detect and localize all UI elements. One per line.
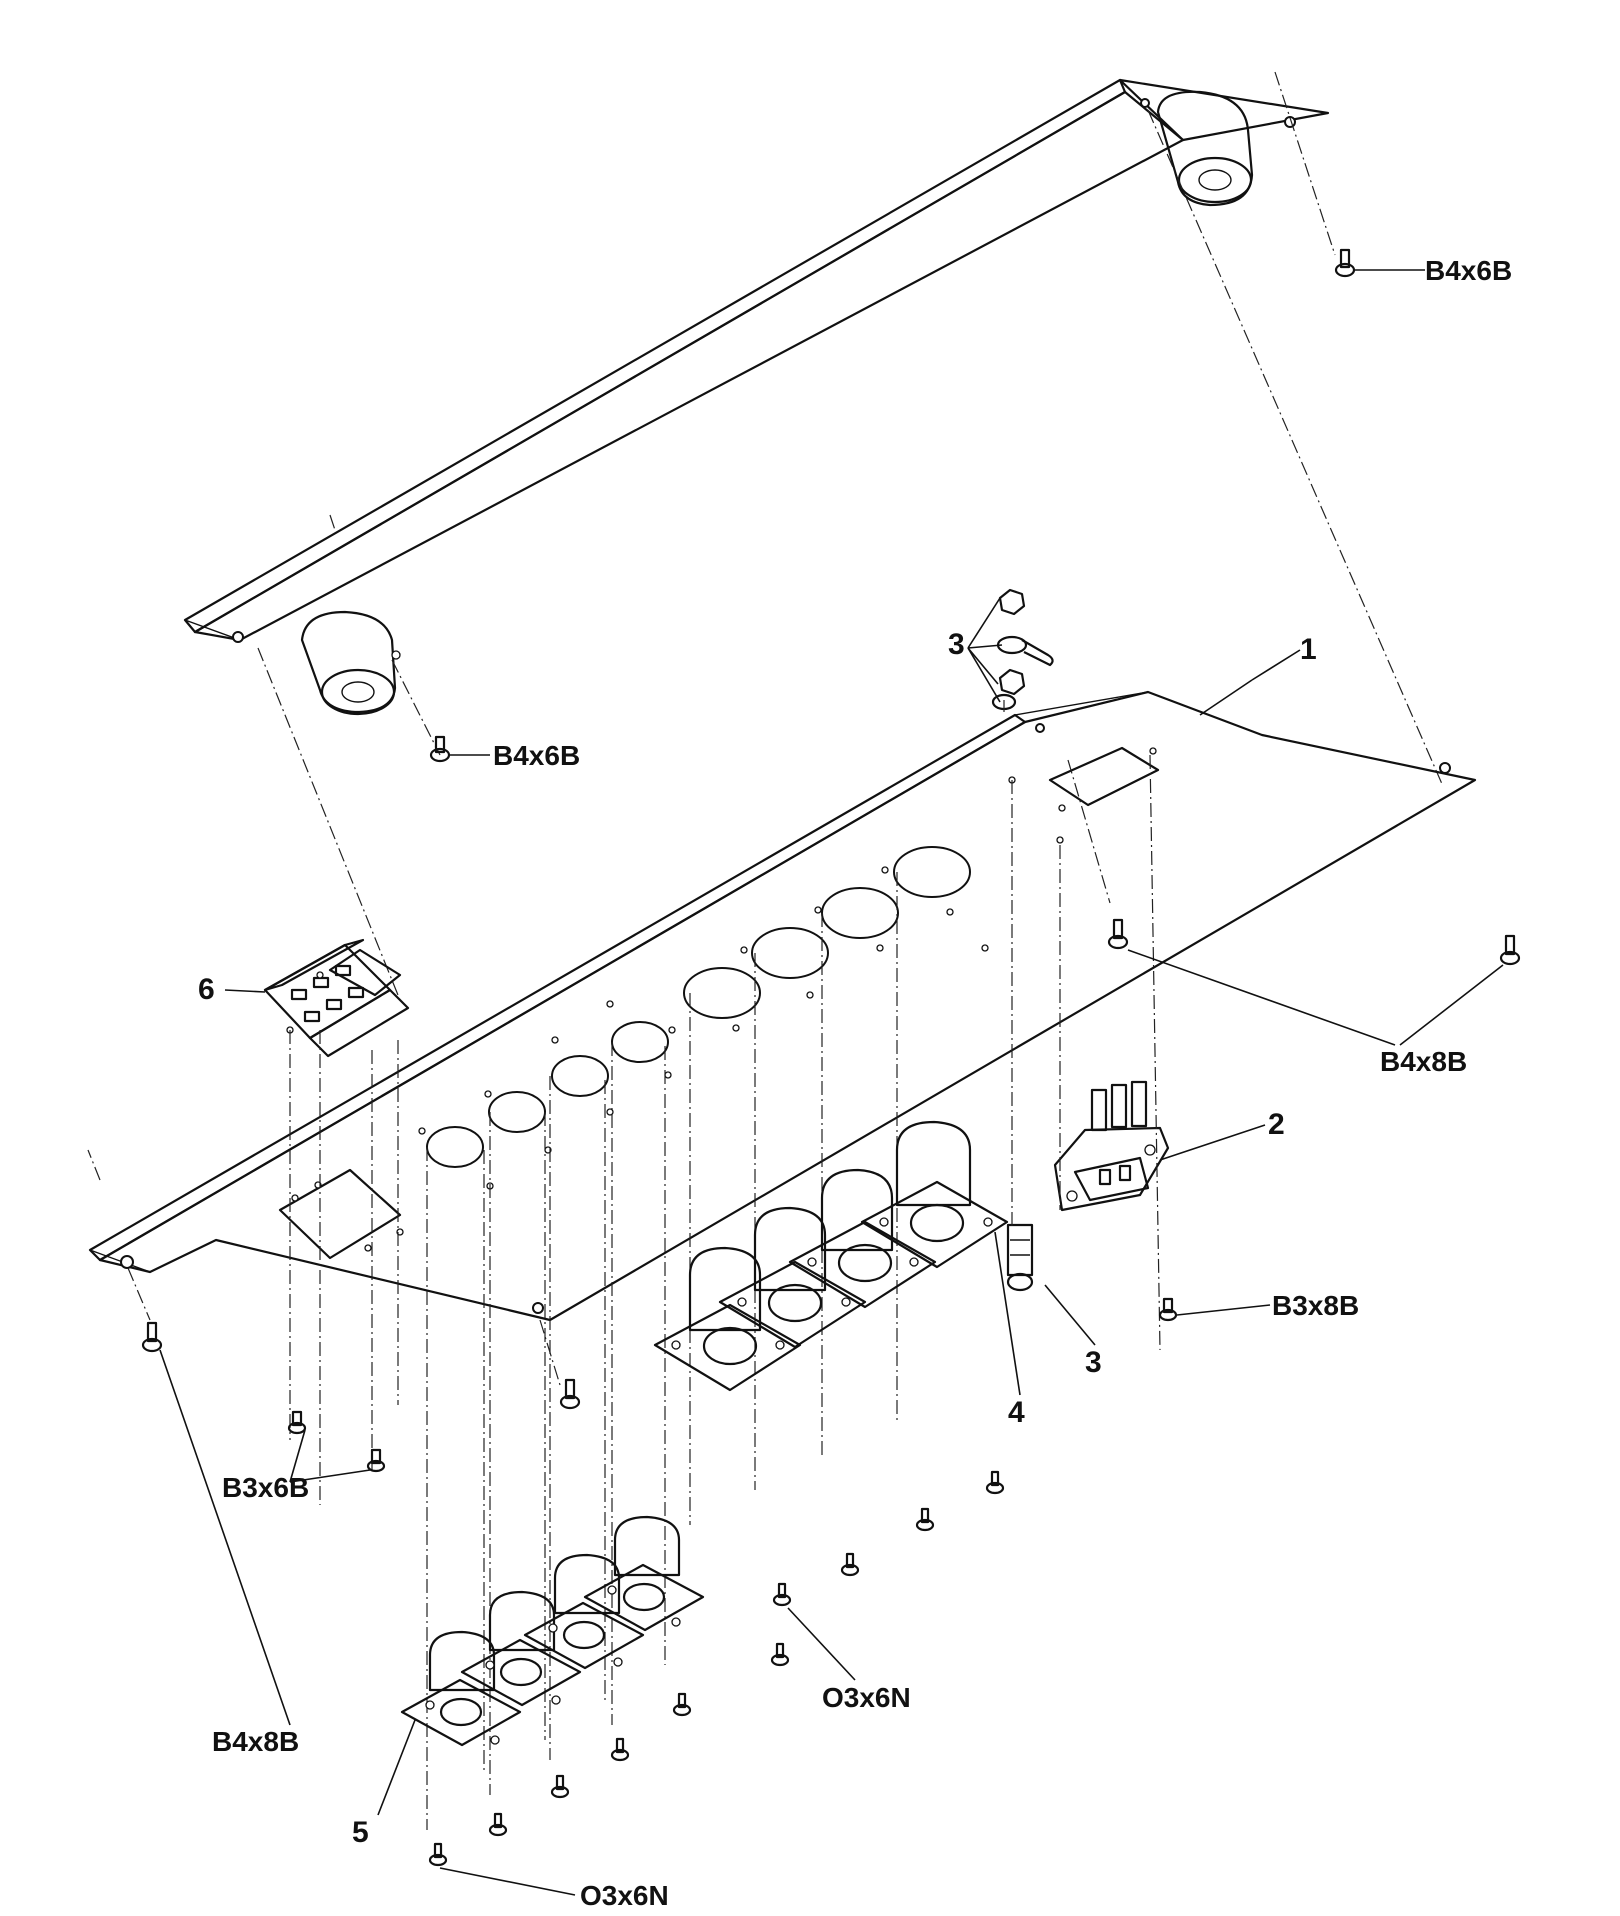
connector-guides [87,754,1161,1830]
leader-lines [159,269,1504,1896]
hardware-stack-top [991,588,1054,712]
terminal-block [263,938,410,1058]
label-b3x6b: B3x6B [222,1472,310,1503]
callout-4: 4 [1008,1396,1025,1429]
main-panel [88,690,1477,1322]
callout-6: 6 [198,973,215,1006]
blank-plates [400,1515,705,1747]
callout-3-top: 3 [948,628,965,661]
standoff [1006,1223,1034,1292]
top-rail [183,78,1330,643]
label-b4x8b-left: B4x8B [212,1726,300,1757]
label-b3x8b: B3x8B [1272,1290,1360,1321]
label-b4x6b-mid: B4x6B [493,740,581,771]
rubber-foot-left [300,610,401,716]
label-b4x6b-top: B4x6B [1425,255,1513,286]
label-o3x6n-bottom: O3x6N [580,1880,669,1911]
callout-1: 1 [1300,633,1317,666]
power-inlet [1053,1080,1170,1212]
label-o3x6n-mid: O3x6N [822,1682,911,1713]
callout-5: 5 [352,1816,369,1849]
callout-3-right: 3 [1085,1346,1102,1379]
callout-2: 2 [1268,1108,1285,1141]
screws [141,248,1521,1867]
label-b4x8b-right: B4x8B [1380,1046,1468,1077]
rubber-foot-right [1156,90,1254,207]
panel-connector-holes [418,776,1016,1190]
xlr-connectors [653,1120,1009,1392]
